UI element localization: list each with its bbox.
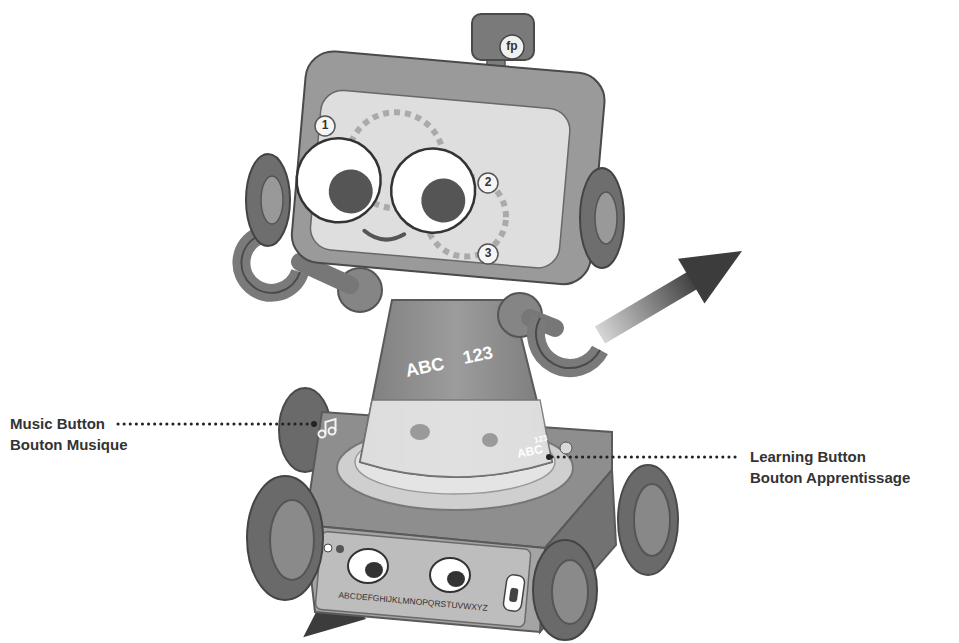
part-label: Learning Button bbox=[750, 449, 866, 466]
brand-logo: fp bbox=[506, 40, 517, 53]
part-label: Music Button bbox=[10, 416, 105, 433]
leader-line bbox=[552, 456, 740, 459]
gear-number: 2 bbox=[485, 176, 492, 189]
gear-number: 1 bbox=[322, 119, 329, 132]
music-note-icon bbox=[319, 419, 336, 438]
leader-line bbox=[118, 423, 310, 426]
gear-number: 3 bbox=[485, 247, 492, 260]
part-label: Bouton Musique bbox=[10, 437, 127, 454]
part-label: Bouton Apprentissage bbox=[750, 470, 910, 487]
